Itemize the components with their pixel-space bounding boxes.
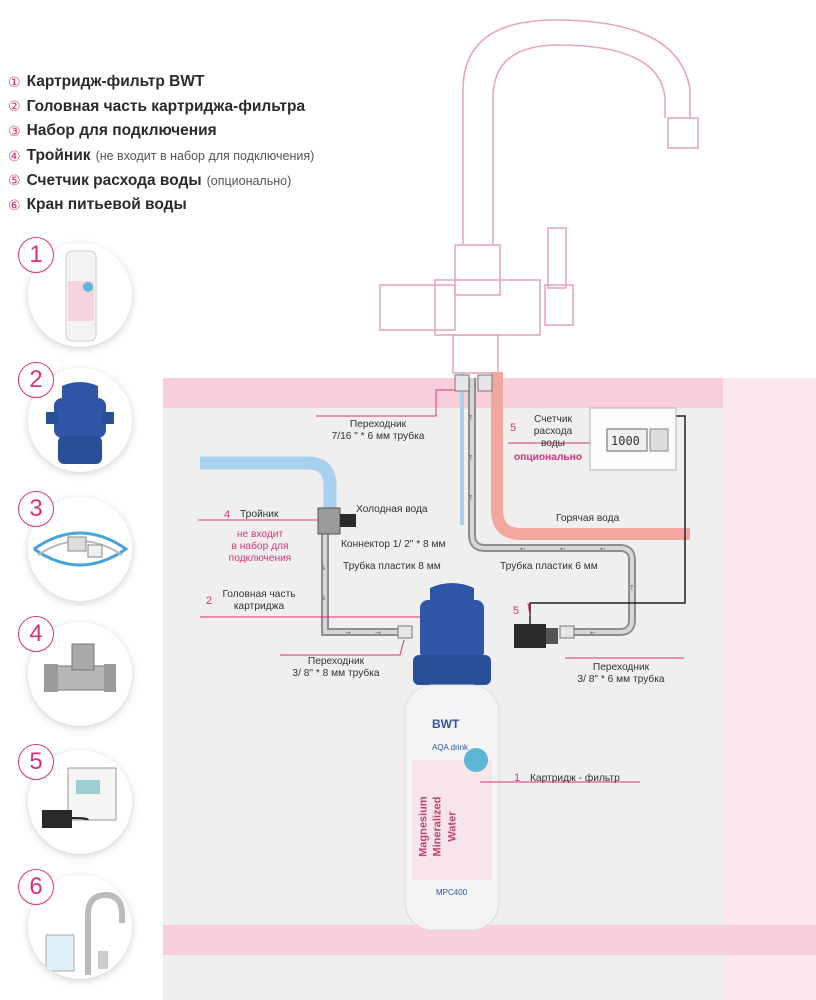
svg-text:↓: ↓	[321, 594, 327, 602]
leader-lines	[198, 389, 684, 783]
floor-band	[163, 925, 816, 955]
legend-note: (опционально)	[206, 173, 292, 188]
cartridge-text-line3: Water	[446, 811, 459, 842]
adapter-fittings	[397, 374, 575, 639]
legend-item-cartridge: ① Картридж-фильтр BWT	[8, 70, 428, 95]
cabinet-side	[723, 378, 816, 1000]
tee-fitting	[317, 507, 356, 535]
meter-line2: расхода	[533, 426, 573, 438]
thumbnail-number: 6	[18, 869, 54, 905]
adapter-top-line2: 7/16 " * 6 мм трубка	[331, 431, 425, 443]
legend-item-head: ② Головная часть картриджа-фильтра	[8, 95, 428, 120]
cartridge-text-line1: Magnesium	[417, 796, 430, 857]
tee-note-line1: не входит	[236, 529, 284, 540]
svg-text:↑: ↑	[468, 494, 474, 502]
legend-item-tap: ⑥ Кран питьевой воды	[8, 193, 428, 218]
adapter-top-label: Переходник 7/16 " * 6 мм трубка	[318, 419, 438, 443]
head-number: 2	[206, 595, 213, 607]
adapter-right-line2: 3/ 8" * 6 мм трубка	[577, 674, 665, 686]
meter-number: 5	[510, 422, 517, 434]
hot-water-label: Горячая вода	[556, 513, 620, 524]
legend-item-kit: ③ Набор для подключения	[8, 119, 428, 144]
tee-label: Тройник	[240, 509, 279, 520]
legend-number: ③	[8, 122, 21, 139]
thumbnail-number: 2	[18, 362, 54, 398]
legend-number: ①	[8, 73, 21, 90]
svg-text:↑: ↑	[468, 454, 474, 462]
filter-cartridge	[404, 583, 500, 931]
svg-text:←: ←	[590, 629, 596, 637]
water-meter-box	[589, 407, 677, 471]
flow-arrows: ↓ ↓ → → ↑ ↑ ↑ ← ← ← ↑ ←	[321, 414, 635, 637]
svg-text:↓: ↓	[321, 564, 327, 572]
svg-text:↑: ↑	[629, 584, 635, 592]
plastic-tubes-inner	[323, 378, 634, 634]
thumbnail-number: 5	[18, 744, 54, 780]
meter-line1: Счетчик	[534, 414, 572, 425]
meter-sensor	[514, 624, 546, 648]
legend-number: ②	[8, 98, 21, 115]
connection-kit-icon	[28, 497, 132, 601]
svg-text:←: ←	[520, 545, 526, 553]
cartridge-label: Картридж - фильтр	[530, 773, 620, 784]
meter-display: 1000	[611, 434, 640, 448]
meter-line3: воды	[540, 438, 565, 450]
tube-8mm-label: Трубка пластик 8 мм	[343, 561, 441, 572]
adapter-right-line1: Переходник	[592, 662, 650, 673]
adapter-left-line1: Переходник	[307, 656, 365, 667]
tap-outline	[379, 19, 699, 374]
thumbnail-number: 4	[18, 616, 54, 652]
meter-small-number: 5	[513, 605, 520, 617]
tee-number: 4	[224, 509, 231, 521]
cartridge-model: MPC400	[436, 888, 468, 897]
legend-item-tee: ④ Тройник (не входит в набор для подключен…	[8, 144, 428, 169]
meter-sensor-cap	[546, 628, 558, 644]
filter-cartridge-icon	[28, 243, 132, 347]
legend-label: Кран питьевой воды	[26, 196, 187, 214]
thumbnail-number: 3	[18, 491, 54, 527]
tee-note-line3: подключения	[228, 553, 292, 565]
tee-note: не входит в набор для подключения	[220, 529, 300, 566]
legend-label: Тройник	[26, 147, 91, 165]
hot-water-pipe	[491, 372, 690, 540]
adapter-left-line2: 3/ 8" * 8 мм трубка	[292, 668, 380, 680]
meter-wire	[529, 415, 686, 626]
filter-head-icon	[28, 368, 132, 472]
svg-text:↑: ↑	[468, 414, 474, 422]
adapter-right-label: Переходник 3/ 8" * 6 мм трубка	[566, 662, 676, 686]
cold-water-label: Холодная вода	[356, 504, 428, 515]
head-label: Головная часть картриджа	[214, 589, 304, 613]
legend-label: Набор для подключения	[26, 122, 217, 140]
legend-number: ⑥	[8, 196, 21, 213]
parts-legend: ① Картридж-фильтр BWT ② Головная часть кар…	[8, 70, 428, 218]
head-line1: Головная часть	[222, 589, 296, 600]
cartridge-text-line2: Mineralized	[431, 796, 444, 857]
legend-number: ④	[8, 147, 21, 164]
legend-item-meter: ⑤ Счетчик расхода воды (опционально)	[8, 168, 428, 193]
legend-label: Картридж-фильтр BWT	[26, 73, 205, 91]
svg-text:←: ←	[560, 545, 566, 553]
meter-optional: опционально	[514, 452, 583, 463]
adapter-left-label: Переходник 3/ 8" * 8 мм трубка	[276, 656, 396, 680]
connector-label: Коннектор 1/ 2" * 8 мм	[341, 539, 446, 550]
tee-note-line2: в набор для	[231, 541, 289, 553]
head-line2: картриджа	[233, 601, 285, 613]
adapter-top-line1: Переходник	[349, 419, 407, 430]
tube-6mm-label: Трубка пластик 6 мм	[500, 561, 598, 572]
meter-label: Счетчик расхода воды	[522, 414, 584, 451]
svg-text:→: →	[375, 629, 381, 637]
svg-text:→: →	[345, 629, 351, 637]
cold-water-pipe	[200, 456, 337, 515]
cartridge-product: AQA drink	[432, 743, 469, 752]
drinking-tap-icon	[28, 875, 132, 979]
legend-number: ⑤	[8, 172, 21, 189]
cartridge-number: 1	[514, 772, 521, 784]
legend-label: Головная часть картриджа-фильтра	[26, 97, 306, 115]
legend-label: Счетчик расхода воды	[26, 171, 202, 189]
legend-note: (не входит в набор для подключения)	[95, 149, 315, 164]
svg-text:←: ←	[600, 545, 606, 553]
thumbnail-number: 1	[18, 237, 54, 273]
cartridge-brand: BWT	[432, 717, 460, 731]
